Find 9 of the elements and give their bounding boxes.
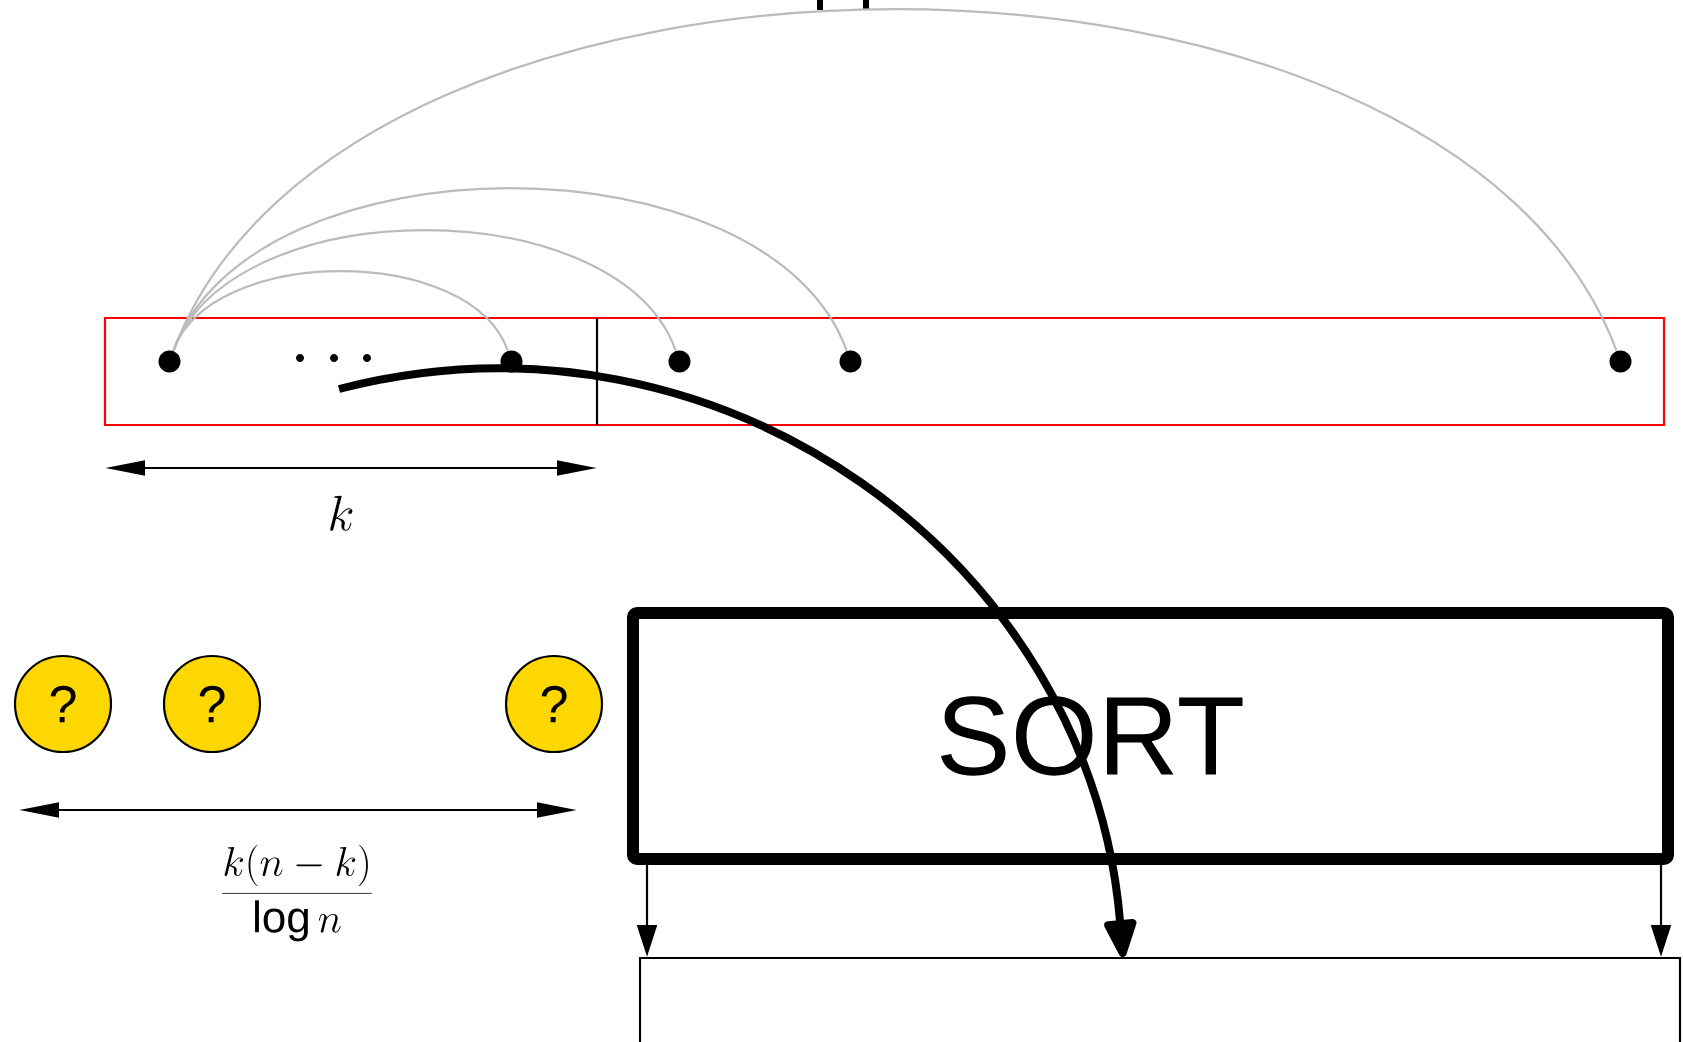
array-box <box>103 316 1666 427</box>
arrow <box>338 365 1137 957</box>
output-box <box>638 956 1682 1042</box>
dimension-label: $\frac{k(n-k)}{\log n}$ <box>222 844 372 942</box>
point-dot <box>668 350 691 373</box>
point-dot <box>1609 350 1632 373</box>
dimension-label: $k$ <box>330 495 353 531</box>
point-dot <box>839 350 862 373</box>
point-dot <box>158 350 181 373</box>
